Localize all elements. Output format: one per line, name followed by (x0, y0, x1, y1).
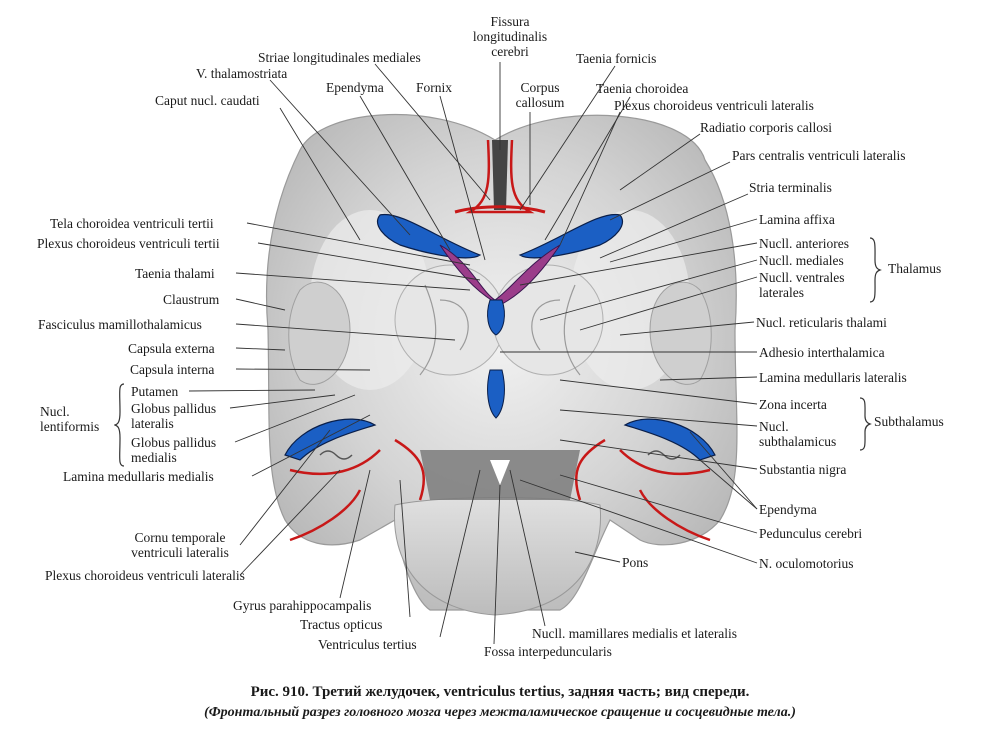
label-nucll-mediales: Nucll. mediales (759, 253, 844, 268)
label-claustrum: Claustrum (163, 292, 220, 307)
figure-caption-title: Рис. 910. Третий желудочек, ventriculus … (250, 684, 750, 700)
label-thalamus: Thalamus (888, 261, 942, 276)
label-nucll-anteriores: Nucll. anteriores (759, 236, 849, 251)
label-globus-pallidus-med: Globus pallidus medialis (131, 435, 217, 465)
thalamic-laminae (419, 284, 581, 376)
label-substantia-nigra: Substantia nigra (759, 462, 847, 477)
interpeduncular-fossa (490, 460, 510, 485)
fissure-pia (465, 139, 535, 214)
label-fossa-interped: Fossa interpeduncularis (484, 644, 612, 659)
right-temporal-horn (623, 418, 716, 461)
label-pons: Pons (622, 555, 649, 570)
label-ventriculus-tertius: Ventriculus tertius (318, 637, 417, 652)
figure-caption-subtitle: (Фронтальный разрез головного мозга чере… (204, 705, 796, 720)
label-cornu-temporale: Cornu temporale ventriculi lateralis (131, 530, 229, 560)
label-ependyma-top: Ependyma (326, 80, 384, 95)
label-gyrus-parahipp: Gyrus parahippocampalis (233, 598, 372, 613)
label-zona-incerta: Zona incerta (759, 397, 827, 412)
label-plexus-chor-vent-lat-top: Plexus choroideus ventriculi lateralis (614, 98, 814, 113)
label-ependyma-bottom: Ependyma (759, 502, 817, 517)
label-subthalamus: Subthalamus (874, 414, 944, 429)
label-pars-centralis: Pars centralis ventriculi lateralis (732, 148, 906, 163)
label-v-thalamostriata: V. thalamostriata (196, 66, 288, 81)
label-adhesio: Adhesio interthalamica (759, 345, 885, 360)
label-nucl-subthalamicus: Nucl. subthalamicus (759, 419, 837, 449)
label-capsula-interna: Capsula interna (130, 362, 215, 377)
label-striae-longitudinales: Striae longitudinales mediales (258, 50, 421, 65)
label-tractus-opticus: Tractus opticus (300, 617, 383, 632)
brain-section-illustration (265, 113, 738, 616)
label-lamina-med-medialis: Lamina medullaris medialis (63, 469, 214, 484)
leader-lines (188, 62, 758, 645)
label-taenia-fornicis: Taenia fornicis (576, 51, 657, 66)
label-taenia-thalami: Taenia thalami (135, 266, 215, 281)
label-nucl-reticularis: Nucl. reticularis thalami (756, 315, 887, 330)
label-stria-terminalis: Stria terminalis (749, 180, 832, 195)
label-capsula-externa: Capsula externa (128, 341, 215, 356)
right-lentiform (649, 281, 712, 385)
label-nucll-mamillares: Nucll. mamillares medialis et lateralis (532, 626, 738, 641)
label-pedunculus: Pedunculus cerebri (759, 526, 863, 541)
temporal-pia (289, 449, 711, 542)
lentiformis-brace (114, 383, 125, 467)
label-fornix: Fornix (416, 80, 453, 95)
right-lateral-ventricle (518, 213, 623, 259)
label-tela-choroidea: Tela choroidea ventriculi tertii (50, 216, 214, 231)
left-lateral-ventricle (377, 213, 482, 259)
left-lentiform (288, 281, 351, 385)
label-radiatio: Radiatio corporis callosi (700, 120, 832, 135)
label-n-oculomotorius: N. oculomotorius (759, 556, 854, 571)
third-ventricle-lower (487, 369, 505, 419)
label-caput-nucl-caudati: Caput nucl. caudati (155, 93, 260, 108)
label-nucll-ventrales: Nucll. ventrales laterales (759, 270, 845, 300)
thalamus-brace (869, 237, 882, 303)
label-lamina-med-lat: Lamina medullaris lateralis (759, 370, 907, 385)
label-taenia-choroidea: Taenia choroidea (596, 81, 689, 96)
longitudinal-fissure (492, 140, 508, 210)
corpus-callosum-line (454, 205, 546, 214)
label-plexus-chor-vent-lat-bottom: Plexus choroideus ventriculi lateralis (45, 568, 245, 583)
label-fissura: Fissura longitudinalis cerebri (472, 14, 548, 59)
label-putamen: Putamen (131, 384, 179, 399)
label-fasciculus-mam: Fasciculus mamillothalamicus (38, 317, 202, 332)
subthalamus-brace (859, 397, 872, 451)
peduncle-pia (394, 438, 606, 501)
label-lamina-affixa: Lamina affixa (759, 212, 835, 227)
label-plexus-chor-vent-tertii: Plexus choroideus ventriculi tertii (37, 236, 220, 251)
label-nucl-lentiformis: Nucl. lentiformis (40, 404, 100, 434)
label-corpus-callosum: Corpus callosum (515, 80, 565, 110)
third-ventricle-upper (487, 299, 505, 336)
label-globus-pallidus-lat: Globus pallidus lateralis (131, 401, 217, 431)
